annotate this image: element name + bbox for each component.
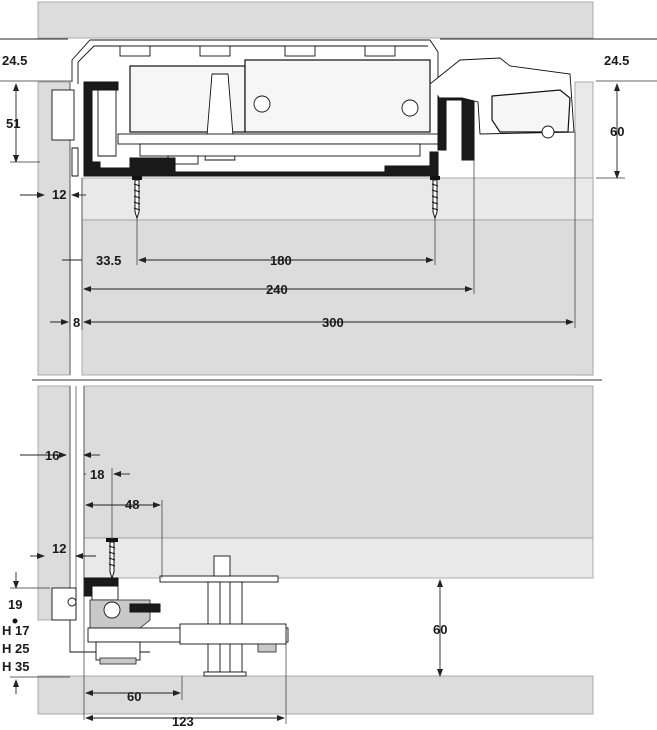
label-h17: H 17 (2, 623, 29, 638)
top-plate (159, 575, 279, 583)
screw-left (132, 176, 142, 220)
label-18: 18 (90, 467, 104, 482)
label-33-5: 33.5 (96, 253, 121, 268)
post-base (203, 671, 247, 677)
guide-foot-base (99, 657, 137, 665)
roller-wheel (103, 601, 121, 619)
top-mechanism (51, 39, 575, 177)
rail-upper (117, 133, 439, 145)
label-h35: H 35 (2, 659, 29, 674)
top-dimensions (0, 38, 657, 330)
door-panel-upper (83, 385, 594, 539)
bottom-section (10, 385, 594, 724)
dim-19-dot (12, 618, 18, 624)
label-12-top: 12 (52, 187, 66, 202)
door-panel-back (81, 219, 594, 376)
label-12-bottom: 12 (52, 541, 66, 556)
label-24-5-left: 24.5 (2, 53, 27, 68)
door-panel-front (81, 177, 594, 221)
label-16: 16 (45, 448, 59, 463)
guide-foot (95, 641, 141, 661)
base-plate-foot (257, 643, 277, 653)
roller-arm (129, 603, 161, 613)
label-60-top: 60 (610, 124, 624, 139)
label-300: 300 (322, 315, 344, 330)
left-hinge (51, 89, 75, 141)
clip-2 (199, 45, 231, 57)
label-h25: H 25 (2, 641, 29, 656)
rail-middle (139, 143, 421, 157)
left-side-panel-bottom (37, 385, 71, 621)
mechanism-body-right (244, 59, 431, 133)
left-stop (71, 147, 79, 177)
ceiling-panel-top (37, 1, 594, 39)
floor-panel (37, 675, 594, 715)
top-screws (132, 176, 440, 220)
screw-right (430, 176, 440, 220)
dimension-labels: 24.5 24.5 51 60 12 33.5 180 240 8 300 16… (2, 53, 629, 729)
right-profile (437, 91, 475, 161)
left-profile-inner (97, 89, 117, 157)
bottom-mechanism (51, 555, 289, 677)
door-panel-lower (83, 537, 594, 579)
label-8: 8 (73, 315, 80, 330)
screw-hole-1 (253, 95, 271, 113)
clip-1 (119, 45, 151, 57)
bottom-hinge-pin (67, 597, 77, 607)
bottom-dimensions (10, 386, 443, 724)
label-60-width: 60 (127, 689, 141, 704)
bottom-hinge (51, 587, 77, 621)
bottom-profile-inner (91, 585, 119, 601)
label-123: 123 (172, 714, 194, 729)
screw-hole-2 (401, 99, 419, 117)
label-51: 51 (6, 116, 20, 131)
label-240: 240 (266, 282, 288, 297)
base-plate (179, 623, 287, 645)
damper (491, 89, 571, 133)
clip-4 (364, 45, 396, 57)
top-section (0, 1, 657, 376)
label-24-5-right: 24.5 (604, 53, 629, 68)
label-180: 180 (270, 253, 292, 268)
clip-3 (284, 45, 316, 57)
label-19: 19 (8, 597, 22, 612)
label-60-bottom: 60 (433, 622, 447, 637)
post-top (213, 555, 231, 577)
damper-wheel (541, 125, 555, 139)
label-48: 48 (125, 497, 139, 512)
